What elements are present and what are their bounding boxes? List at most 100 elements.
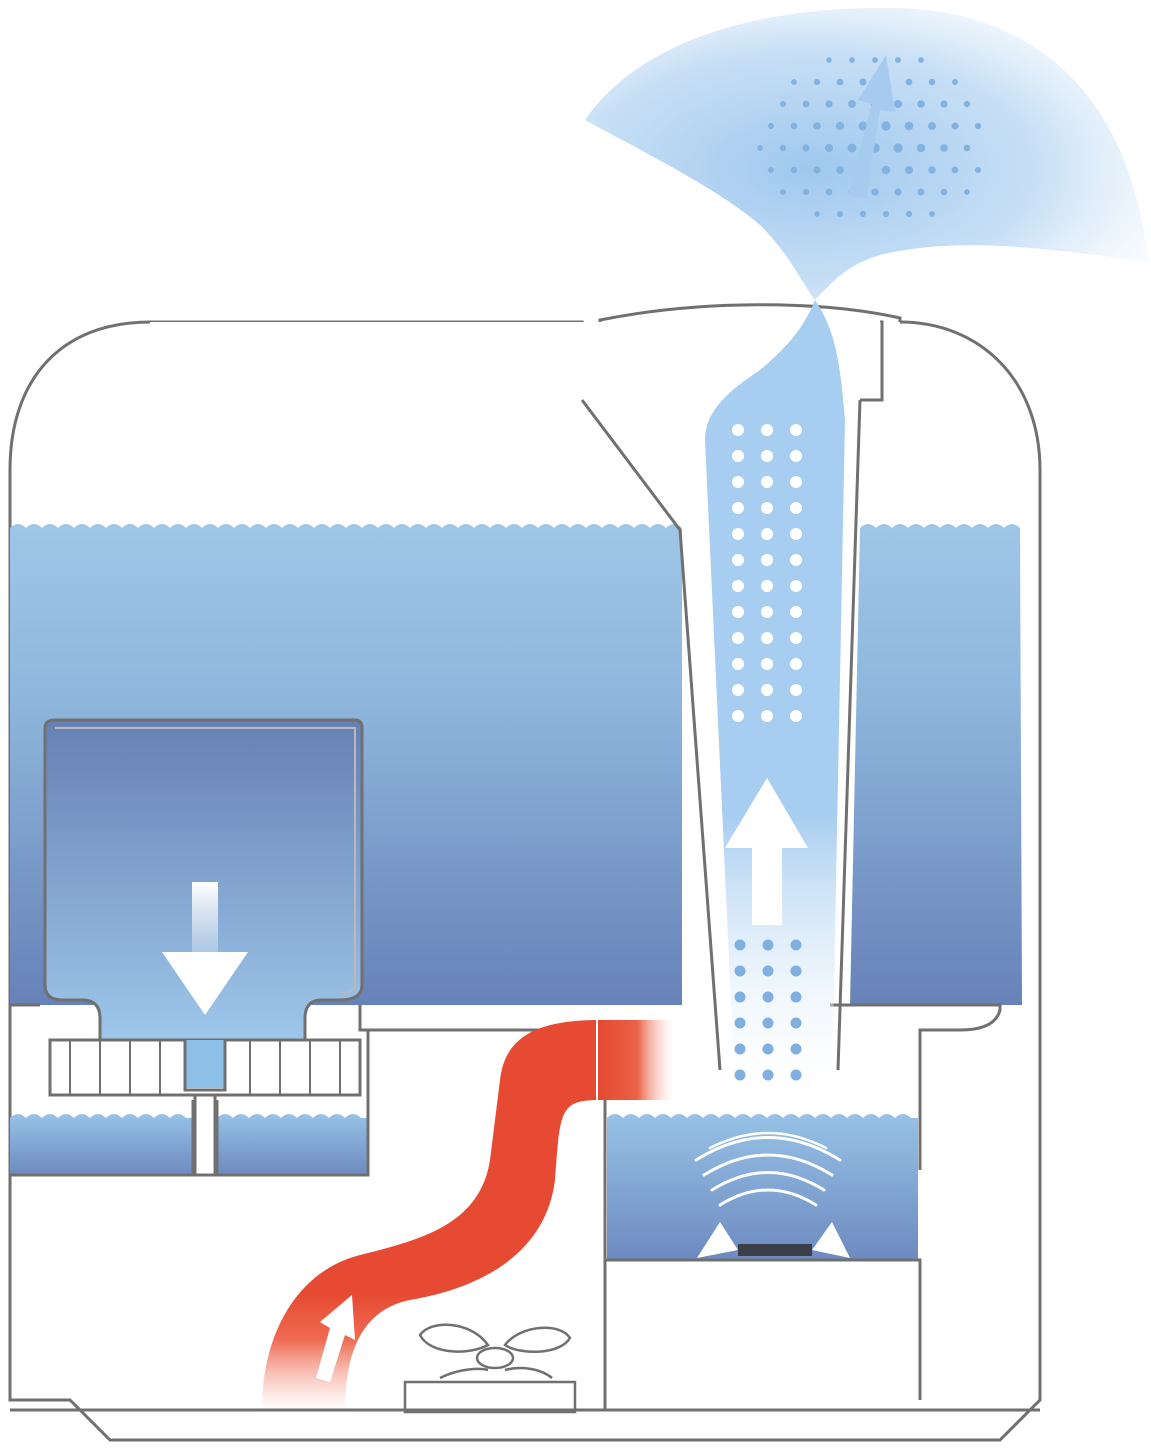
- fan: [403, 1323, 577, 1414]
- mist-dot: [790, 965, 802, 977]
- sound-waves-icon: [694, 1131, 842, 1207]
- ultrasonic-transducer: [694, 1131, 850, 1258]
- mist-dot: [824, 143, 834, 153]
- mist-dot: [951, 166, 959, 174]
- mist-dot: [917, 188, 925, 196]
- mist-dot: [734, 939, 746, 951]
- mist-dot: [762, 991, 774, 1003]
- mist-dot: [761, 450, 773, 462]
- mist-dot: [940, 188, 948, 196]
- mist-dot: [762, 1043, 774, 1055]
- mist-dot: [762, 965, 774, 977]
- mist-dot: [732, 606, 744, 618]
- mist-dot: [790, 658, 802, 670]
- mist-dot: [757, 145, 763, 151]
- mist-up-arrow-icon: [725, 778, 808, 925]
- mist-dot: [734, 1017, 746, 1029]
- mist-dot: [916, 143, 926, 153]
- mist-dot: [894, 188, 902, 196]
- mist-dot: [928, 78, 936, 86]
- mist-dot: [734, 1069, 746, 1081]
- mist-dot: [929, 211, 935, 217]
- mist-dot: [802, 144, 810, 152]
- mist-dot: [732, 632, 744, 644]
- mist-dot: [813, 122, 821, 130]
- mist-dot: [790, 528, 802, 540]
- mist-dot: [732, 450, 744, 462]
- mist-dot: [762, 1069, 774, 1081]
- mist-dot: [732, 684, 744, 696]
- mist-dot: [904, 165, 914, 175]
- valve-cap: [48, 1038, 362, 1177]
- mist-dot: [761, 554, 773, 566]
- mist-dot: [790, 684, 802, 696]
- mist-dot: [963, 100, 971, 108]
- mist-dot: [918, 57, 924, 63]
- mist-dot: [732, 502, 744, 514]
- mist-dot: [814, 211, 820, 217]
- warm-air-duct: [262, 1020, 675, 1410]
- mist-dot: [826, 57, 832, 63]
- mist-dot: [872, 57, 878, 63]
- mist-dot: [790, 166, 798, 174]
- mist-dot: [734, 1043, 746, 1055]
- mist-dot: [837, 211, 843, 217]
- mist-dot: [732, 658, 744, 670]
- mist-dot: [779, 144, 787, 152]
- mist-dot: [790, 1069, 802, 1081]
- mist-dot: [917, 100, 925, 108]
- mist-dot: [790, 476, 802, 488]
- mist-dot: [732, 554, 744, 566]
- mist-dot: [761, 658, 773, 670]
- mist-dot: [802, 100, 810, 108]
- mist-dot: [761, 632, 773, 644]
- mist-dot: [963, 144, 971, 152]
- mist-dot: [893, 143, 903, 153]
- mist-dot: [790, 1017, 802, 1029]
- mist-dot: [940, 144, 948, 152]
- mist-dot: [790, 710, 802, 722]
- mist-dot: [881, 165, 891, 175]
- mist-dot: [813, 166, 821, 174]
- mist-dot: [974, 166, 982, 174]
- mist-dot: [928, 122, 936, 130]
- mist-dot: [790, 632, 802, 644]
- mist-dot: [790, 122, 798, 130]
- mist-dot: [835, 121, 845, 131]
- mist-dot: [761, 528, 773, 540]
- mist-dot: [974, 122, 982, 130]
- mist-dot: [790, 1043, 802, 1055]
- mist-dot: [905, 78, 913, 86]
- mist-dot: [790, 424, 802, 436]
- mist-dot: [734, 965, 746, 977]
- mist-dot: [780, 101, 786, 107]
- mist-dot: [802, 188, 810, 196]
- mist-dot: [951, 122, 959, 130]
- mist-dot: [871, 188, 879, 196]
- mist-dots-lower: [734, 939, 802, 1081]
- mist-dot: [849, 57, 855, 63]
- mist-dot: [761, 580, 773, 592]
- mist-dot: [790, 502, 802, 514]
- base-reservoir-left: [10, 1030, 370, 1177]
- mist-dot: [882, 210, 890, 218]
- plume-up-arrow-icon: [848, 55, 895, 198]
- mist-dot: [904, 121, 914, 131]
- mist-dot: [894, 100, 902, 108]
- mist-dot: [859, 78, 867, 86]
- mist-dot: [905, 210, 913, 218]
- mist-dot: [762, 1017, 774, 1029]
- mist-dot: [858, 121, 868, 131]
- mist-dot: [732, 424, 744, 436]
- refill-bottle: [43, 718, 364, 1088]
- mist-dot: [791, 79, 797, 85]
- mist-dot: [768, 123, 774, 129]
- mist-dot: [790, 991, 802, 1003]
- mist-dot: [732, 580, 744, 592]
- mist-dot: [790, 580, 802, 592]
- mist-dot: [825, 188, 833, 196]
- mist-dot: [859, 210, 867, 218]
- mist-dots-chimney: [732, 424, 802, 722]
- mist-dot: [790, 606, 802, 618]
